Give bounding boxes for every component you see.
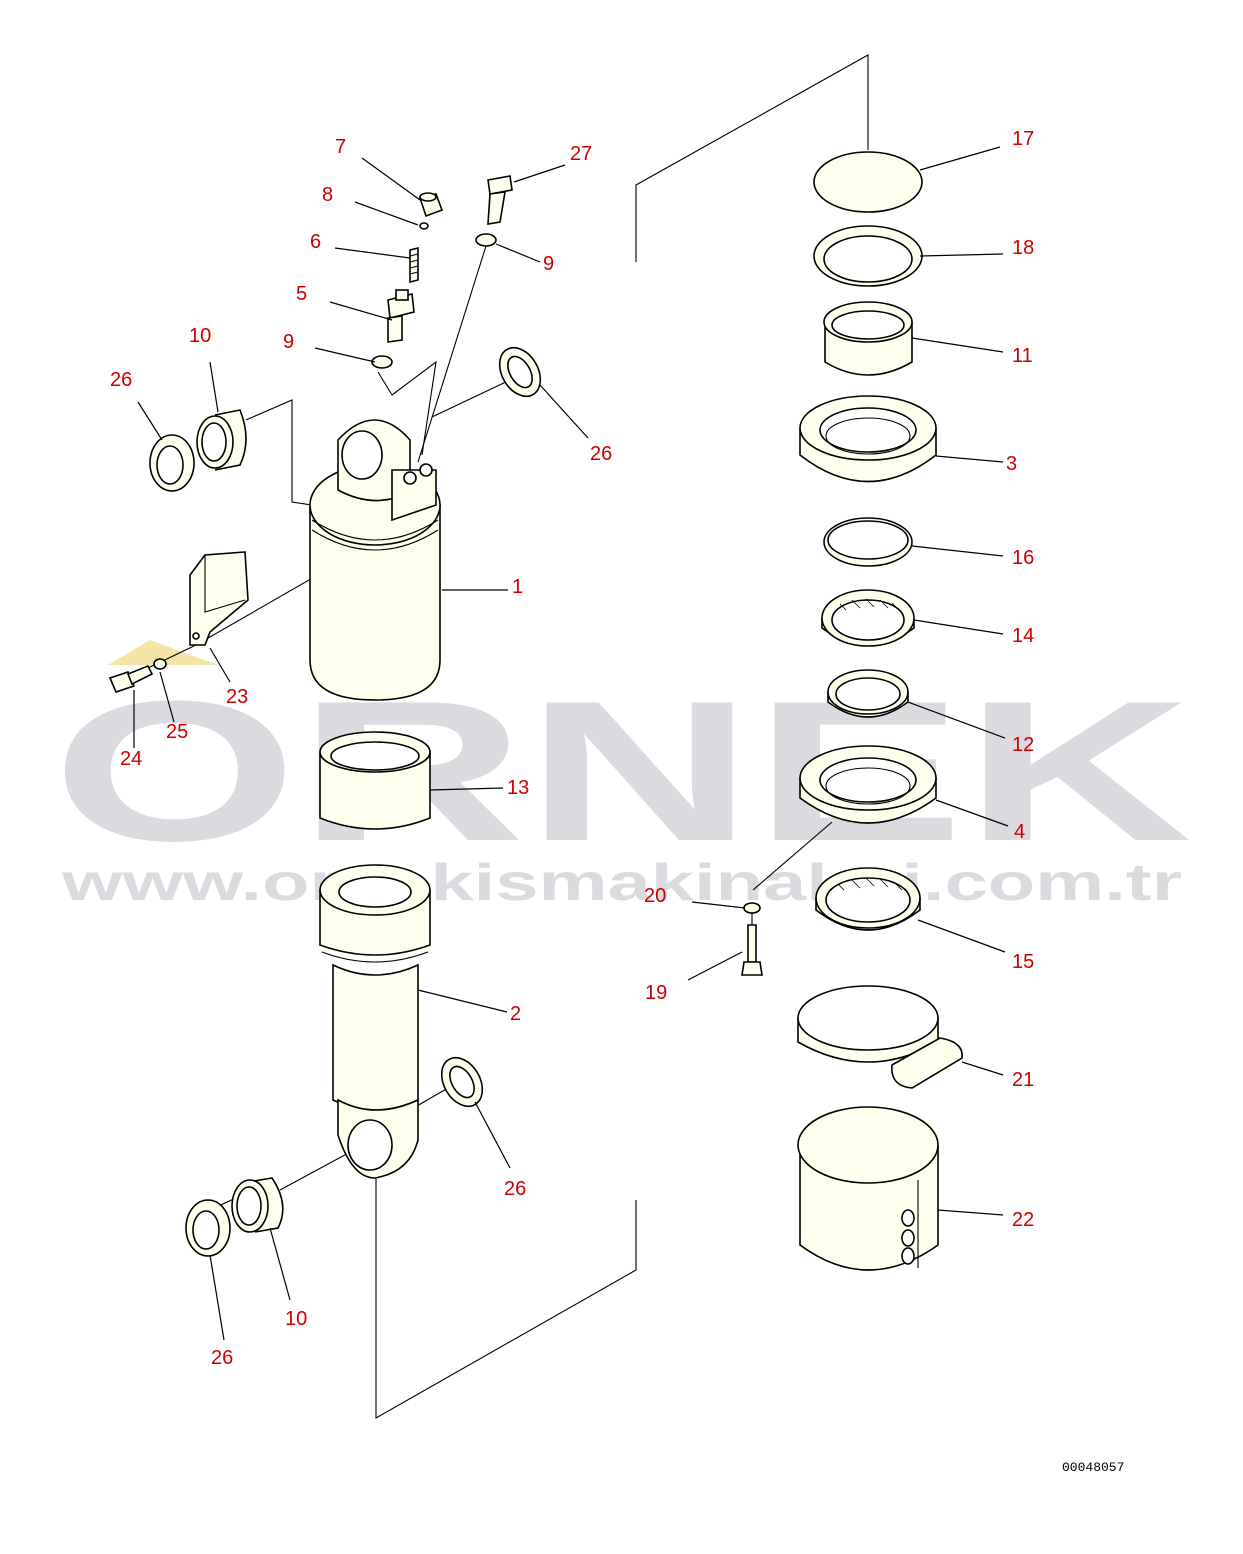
part-5-grease-fitting xyxy=(387,289,415,343)
part-26-seal-upper-right xyxy=(498,346,542,398)
watermark-accent xyxy=(108,640,218,665)
part-17-seal-disc xyxy=(813,151,923,213)
watermark: ORNEK www.ornekismakinalari.com.tr xyxy=(52,640,1192,912)
part-9-oring-upper xyxy=(371,355,393,369)
part-21-clamp xyxy=(797,985,963,1089)
callout-15: 15 xyxy=(1012,951,1034,973)
part-14-bearing-ring xyxy=(821,589,915,647)
part-26-seal-lower-right xyxy=(440,1056,484,1108)
callout-17: 17 xyxy=(1012,128,1034,150)
callout-10: 10 xyxy=(285,1308,307,1330)
callout-9: 9 xyxy=(283,331,294,353)
part-1-cylinder-tube xyxy=(309,419,441,701)
part-27-plug xyxy=(487,175,513,225)
part-2-piston-rod xyxy=(319,864,431,1179)
part-11-bushing xyxy=(823,301,913,376)
callout-10: 10 xyxy=(189,325,211,347)
callout-11: 11 xyxy=(1012,345,1033,367)
assembly-lines xyxy=(147,54,869,1419)
callout-5: 5 xyxy=(296,283,307,305)
callout-2: 2 xyxy=(510,1003,521,1025)
callout-25: 25 xyxy=(166,721,188,743)
callout-4: 4 xyxy=(1014,821,1025,843)
part-26-seal-lower-left xyxy=(185,1199,231,1257)
callout-23: 23 xyxy=(226,686,248,708)
part-19-bolt xyxy=(741,924,763,976)
callout-21: 21 xyxy=(1012,1069,1034,1091)
part-23-bracket xyxy=(189,551,249,646)
part-26-seal-upper-left xyxy=(149,434,195,492)
part-22-cover xyxy=(797,1106,939,1271)
callout-6: 6 xyxy=(310,231,321,253)
part-12-ring xyxy=(827,669,909,718)
leader-lines xyxy=(133,146,1009,1341)
watermark-brand: ORNEK xyxy=(52,660,1192,883)
drawing-number: 00048057 xyxy=(1062,1460,1124,1475)
callout-13: 13 xyxy=(507,777,529,799)
callout-9: 9 xyxy=(543,253,554,275)
callout-7: 7 xyxy=(335,136,346,158)
callout-24: 24 xyxy=(120,748,142,770)
part-24-bolt xyxy=(108,664,154,693)
callout-27: 27 xyxy=(570,143,592,165)
part-25-washer xyxy=(153,658,167,670)
part-7-cap xyxy=(418,192,444,218)
callout-3: 3 xyxy=(1006,453,1017,475)
callout-1: 1 xyxy=(512,576,523,598)
part-16-ring xyxy=(823,517,913,567)
part-3-flange-upper xyxy=(799,395,937,483)
part-6-grease-valve xyxy=(409,246,419,284)
callouts: 7 27 8 6 9 5 9 10 26 26 1 23 24 25 13 2 … xyxy=(110,128,1034,1369)
callout-8: 8 xyxy=(322,184,333,206)
callout-12: 12 xyxy=(1012,734,1034,756)
callout-26: 26 xyxy=(110,369,132,391)
part-20-washer xyxy=(743,902,761,914)
part-9-oring-right xyxy=(475,233,497,247)
callout-14: 14 xyxy=(1012,625,1034,647)
callout-18: 18 xyxy=(1012,237,1034,259)
part-4-flange-lower xyxy=(799,745,937,824)
callout-16: 16 xyxy=(1012,547,1034,569)
part-18-ring xyxy=(813,225,923,287)
part-10-bushing-lower xyxy=(231,1177,284,1233)
part-10-bushing-upper xyxy=(196,409,247,471)
callout-20: 20 xyxy=(644,885,666,907)
part-13-sleeve xyxy=(319,731,431,830)
callout-22: 22 xyxy=(1012,1209,1034,1231)
callout-26: 26 xyxy=(504,1178,526,1200)
part-15-bearing-ring xyxy=(815,867,921,931)
callout-26: 26 xyxy=(211,1347,233,1369)
callout-19: 19 xyxy=(645,982,667,1004)
callout-26: 26 xyxy=(590,443,612,465)
part-8-ball xyxy=(419,222,429,230)
watermark-url: www.ornekismakinalari.com.tr xyxy=(61,854,1182,912)
